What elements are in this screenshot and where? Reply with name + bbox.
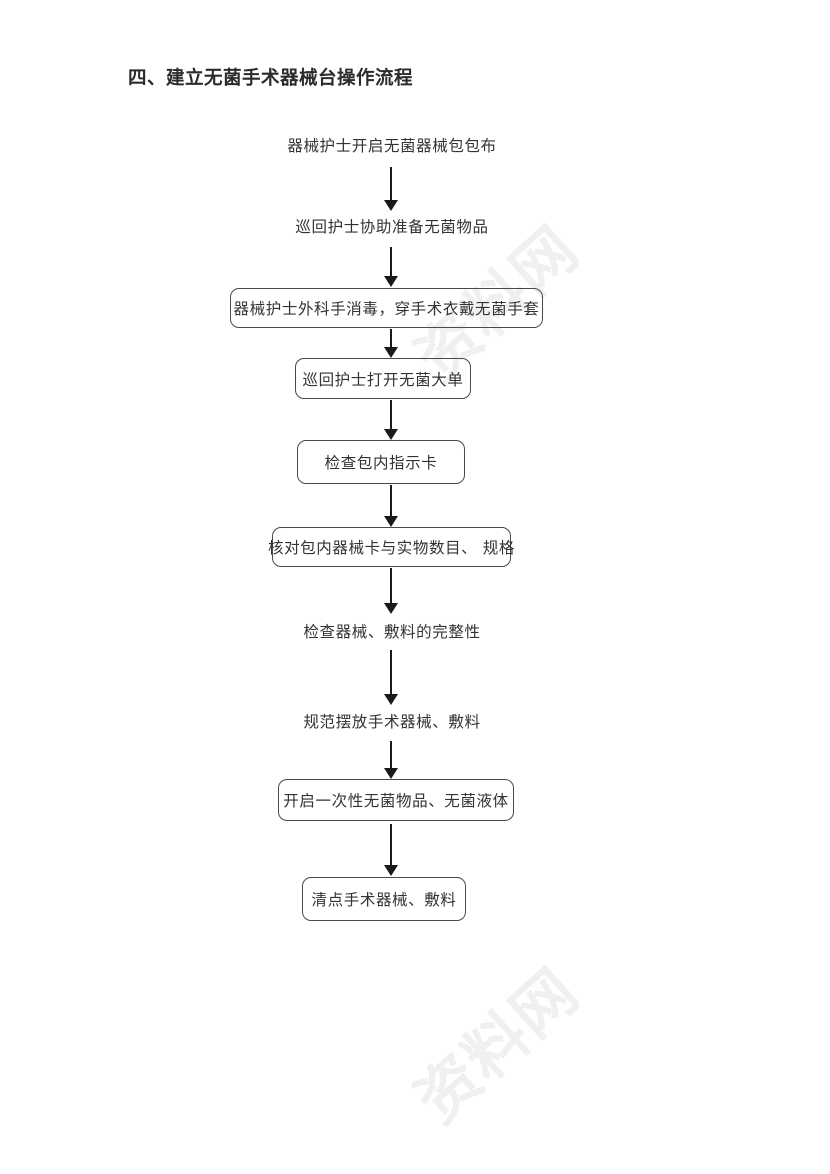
flow-arrow	[384, 247, 398, 287]
flow-arrow	[384, 485, 398, 527]
flow-arrow	[384, 650, 398, 705]
flow-arrow	[384, 167, 398, 211]
arrow-head-icon	[384, 516, 398, 527]
arrow-stem	[390, 824, 392, 866]
flow-node: 巡回护士协助准备无菌物品	[295, 218, 489, 236]
flow-node: 器械护士外科手消毒，穿手术衣戴无菌手套	[230, 288, 543, 328]
arrow-stem	[390, 247, 392, 277]
flow-node: 清点手术器械、敷料	[302, 877, 466, 921]
arrow-stem	[390, 400, 392, 430]
arrow-head-icon	[384, 865, 398, 876]
arrow-stem	[390, 167, 392, 201]
flow-node: 检查器械、敷料的完整性	[303, 623, 481, 641]
arrow-head-icon	[384, 768, 398, 779]
flow-arrow	[384, 824, 398, 876]
flow-node: 巡回护士打开无菌大单	[295, 358, 471, 399]
arrow-stem	[390, 329, 392, 348]
arrow-stem	[390, 568, 392, 604]
flow-arrow	[384, 329, 398, 358]
flow-arrow	[384, 400, 398, 440]
flow-node: 器械护士开启无菌器械包包布	[287, 137, 497, 155]
flow-node: 开启一次性无菌物品、无菌液体	[278, 779, 514, 821]
arrow-head-icon	[384, 276, 398, 287]
arrow-head-icon	[384, 694, 398, 705]
flow-node: 规范摆放手术器械、敷料	[303, 713, 481, 731]
flow-node: 核对包内器械卡与实物数目、 规格	[268, 527, 514, 567]
page-title: 四、建立无菌手术器械台操作流程	[128, 68, 414, 89]
arrow-head-icon	[384, 347, 398, 358]
arrow-head-icon	[384, 429, 398, 440]
flow-arrow	[384, 741, 398, 779]
arrow-stem	[390, 485, 392, 517]
arrow-stem	[390, 650, 392, 695]
flow-arrow	[384, 568, 398, 614]
arrow-stem	[390, 741, 392, 769]
arrow-head-icon	[384, 200, 398, 211]
flow-node: 检查包内指示卡	[297, 440, 465, 484]
arrow-head-icon	[384, 603, 398, 614]
